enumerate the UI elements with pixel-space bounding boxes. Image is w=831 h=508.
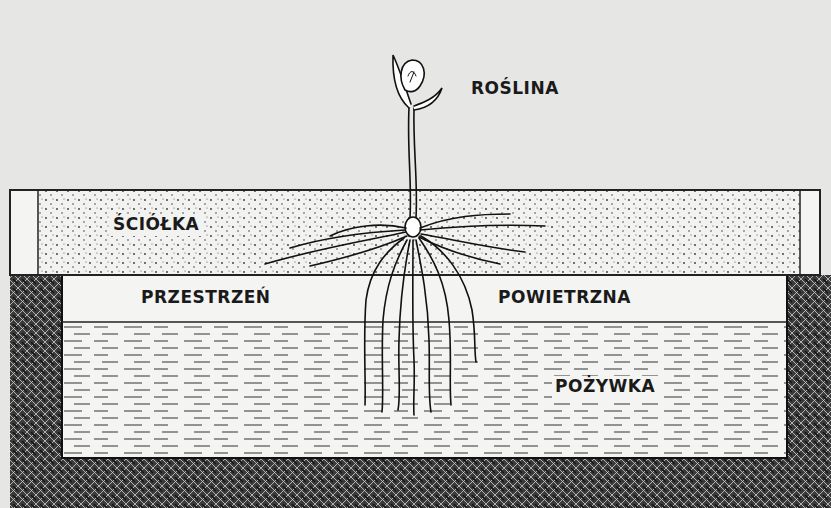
container-wall xyxy=(10,275,831,508)
air-space-region: PRZESTRZEŃ POWIETRZNA xyxy=(62,275,787,322)
region-label: POWIETRZNA xyxy=(495,287,634,309)
mulch-layer-region: ŚCIÓŁKA xyxy=(38,190,800,275)
basin xyxy=(62,275,787,458)
plant xyxy=(265,55,545,415)
nutrient-solution-region: POŻYWKA xyxy=(62,322,787,458)
mulch-frame xyxy=(10,190,820,275)
liquid-surface xyxy=(62,321,787,323)
plant-label: ROŚLINA xyxy=(468,78,562,100)
region-label: ŚCIÓŁKA xyxy=(110,214,202,236)
frame-edge xyxy=(799,190,801,275)
frame-edge xyxy=(37,190,39,275)
mulch-layer xyxy=(38,191,800,274)
region-label: PRZESTRZEŃ xyxy=(138,287,274,309)
region-label: POŻYWKA xyxy=(552,376,658,398)
nutrient-liquid xyxy=(63,322,786,457)
